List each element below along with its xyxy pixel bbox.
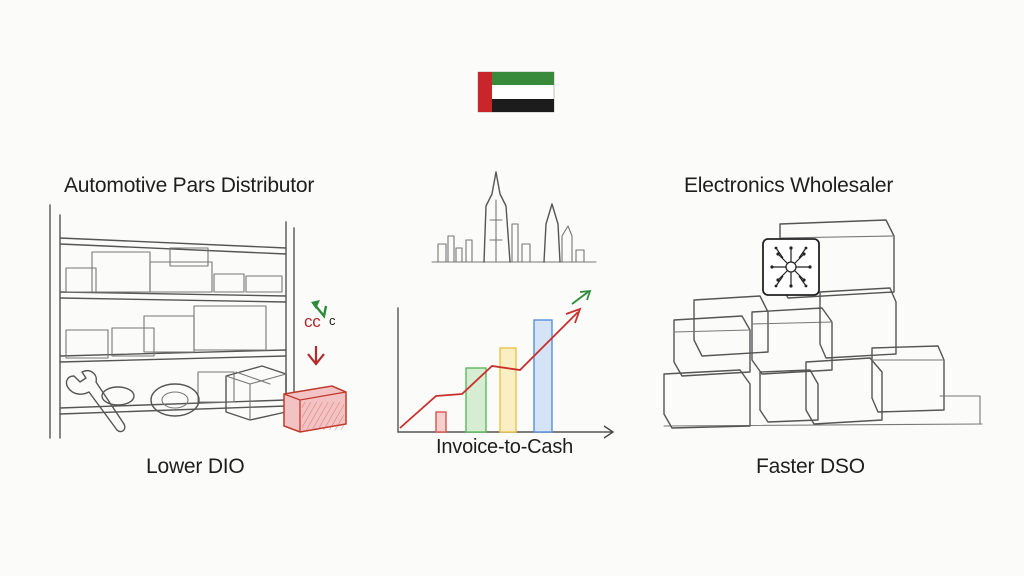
right-section-title: Electronics Wholesaler: [684, 174, 894, 197]
red-down-arrow-icon: [307, 346, 325, 366]
white-box-icon: [225, 365, 287, 421]
wrench-icon: [65, 370, 126, 433]
right-caption: Faster DSO: [756, 455, 865, 478]
center-caption: Invoice-to-Cash: [436, 436, 574, 458]
tire-icon: [101, 383, 200, 417]
uae-flag-icon: [477, 71, 555, 113]
cash-conversion-badge-sup: c: [329, 313, 336, 328]
box-stack-icon: [663, 219, 983, 429]
green-arrow-icon: [311, 300, 328, 319]
cash-conversion-badge: cc: [304, 312, 321, 331]
bar-growth-chart-icon: [397, 307, 615, 439]
circuit-chip-icon: [762, 238, 820, 296]
city-skyline-icon: [431, 171, 597, 263]
trend-arrow-icon: [399, 289, 592, 429]
warehouse-shelf-icon: [49, 204, 295, 439]
left-caption: Lower DIO: [146, 455, 245, 478]
red-box-icon: [283, 385, 347, 433]
left-section-title: Automotive Pars Distributor: [64, 174, 315, 197]
